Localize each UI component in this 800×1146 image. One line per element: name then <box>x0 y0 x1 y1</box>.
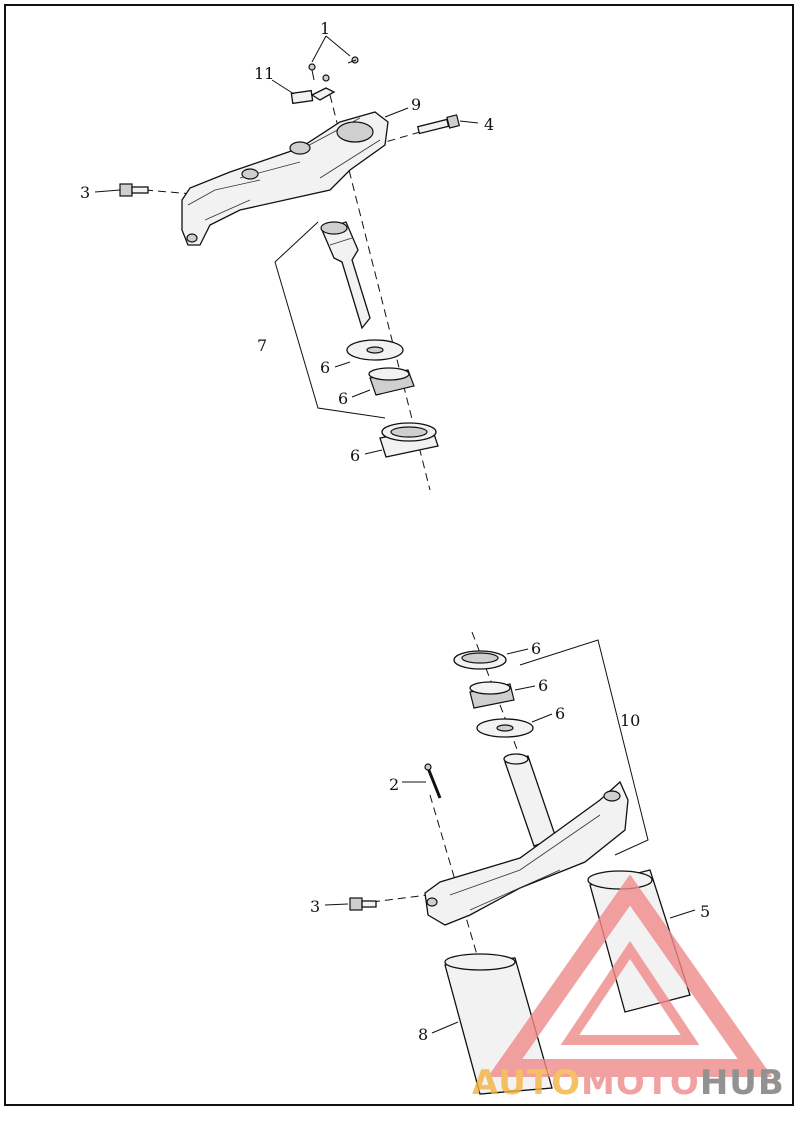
callout-6-lower-bearing: 6 <box>538 676 548 695</box>
bolt3-bottom-axis <box>371 894 429 903</box>
callout-1: 1 <box>320 19 330 38</box>
upper-washer-hole <box>366 346 384 354</box>
pin <box>424 763 442 799</box>
leader-6c <box>364 449 383 455</box>
clip-screws <box>308 56 359 82</box>
automotohub-watermark: AUTOMOTOHUB <box>472 874 785 1103</box>
bracket-10 <box>519 639 649 856</box>
leader-6e <box>514 685 536 691</box>
leader-6a <box>334 361 351 368</box>
lower-washer-hole <box>496 724 514 732</box>
svg-text:AUTOMOTOHUB: AUTOMOTOHUB <box>472 1063 785 1103</box>
callout-7: 7 <box>257 336 267 355</box>
leader-6d <box>506 648 529 655</box>
watermark-moto: MOTO <box>581 1063 700 1103</box>
callout-2: 2 <box>389 775 399 794</box>
bolt-top-right <box>416 114 461 135</box>
bolt-top-left <box>119 183 149 197</box>
callout-3-bottom: 3 <box>310 897 320 916</box>
callout-6-lower-washer: 6 <box>555 704 565 723</box>
leader-6f <box>531 713 553 723</box>
callout-6-lower-race: 6 <box>531 639 541 658</box>
callout-4: 4 <box>484 115 494 134</box>
callout-8: 8 <box>418 1025 428 1044</box>
bolt-bottom-left <box>349 897 377 911</box>
cable-clip <box>290 87 336 105</box>
callout-3-top: 3 <box>80 183 90 202</box>
callout-9: 9 <box>411 95 421 114</box>
callout-6-upper-bearing: 6 <box>338 389 348 408</box>
bolt3-top-axis <box>144 189 206 196</box>
callout-6-upper-washer: 6 <box>320 358 330 377</box>
watermark-hub: HUB <box>700 1063 785 1103</box>
lower-race <box>453 650 507 670</box>
leader-8 <box>431 1021 459 1034</box>
lower-bearing <box>469 681 515 709</box>
callout-11: 11 <box>254 64 274 83</box>
leader-1b <box>325 35 351 57</box>
leader-1a <box>311 35 327 63</box>
pin-axis <box>429 794 481 966</box>
callout-6-upper-race: 6 <box>350 446 360 465</box>
leader-9 <box>384 107 409 118</box>
leader-5 <box>669 909 696 919</box>
leader-3-bottom <box>324 903 349 906</box>
callout-10: 10 <box>620 711 640 730</box>
upper-race <box>379 422 439 458</box>
leader-4 <box>459 120 479 124</box>
watermark-auto: AUTO <box>472 1063 581 1103</box>
leader-3-top <box>94 189 121 193</box>
upper-bearing <box>368 367 415 396</box>
lower-fork-bracket <box>424 753 629 926</box>
callout-5: 5 <box>700 902 710 921</box>
steering-stem <box>320 221 371 330</box>
leader-6b <box>351 389 371 398</box>
bracket-7 <box>274 221 386 419</box>
leader-11 <box>271 79 295 95</box>
upper-fork-bracket <box>181 111 389 246</box>
bottom-centerline <box>471 631 526 771</box>
